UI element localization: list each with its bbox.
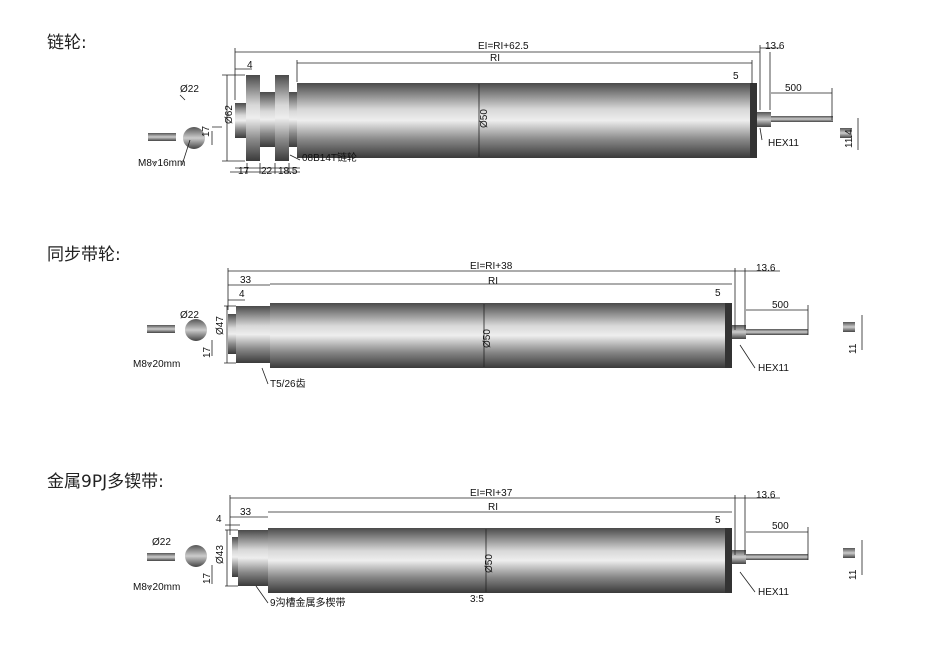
dim-hex: 11.4 <box>844 129 855 148</box>
dim-3: 18.5 <box>278 166 298 177</box>
dim-cable: 500 <box>772 521 789 532</box>
section-title-sprocket: 链轮: <box>47 33 87 53</box>
part-label: T5/26齿 <box>270 378 306 390</box>
dim-end-dia: Ø47 <box>215 316 226 335</box>
dim-ri: RI <box>488 276 498 287</box>
dim-end-dia: Ø43 <box>215 545 226 564</box>
sprocket-icon <box>275 75 289 161</box>
dim-ri: RI <box>490 53 500 64</box>
section-title-timing-pulley: 同步带轮: <box>47 245 121 265</box>
dim-pulley-len: 33 <box>240 275 252 286</box>
roller-tube <box>270 303 725 368</box>
dim-gap: 5 <box>715 288 721 299</box>
dim-washer: Ø22 <box>180 84 199 95</box>
dim-ei: EI=RI+62.5 <box>478 41 529 52</box>
timing-pulley-icon <box>236 306 270 363</box>
dim-2: 22 <box>261 166 273 177</box>
dim-right-len: 13.6 <box>756 263 776 274</box>
roller-tube <box>297 83 750 158</box>
poly-v-drawing: EI=RI+37 RI 33 13.6 5 500 Ø50 Ø43 Ø22 M8… <box>133 488 863 609</box>
hex-nut-icon <box>843 548 855 558</box>
dim-hex: 11 <box>848 569 859 580</box>
dim-gap: 5 <box>715 515 721 526</box>
dim-tube-dia: Ø50 <box>484 554 495 573</box>
dim-bolt-off: 17 <box>201 125 212 137</box>
bolt-label: M8⩔20mm <box>133 359 180 370</box>
dim-right-len: 13.6 <box>765 41 785 52</box>
dim-right-len: 13.6 <box>756 490 776 501</box>
dim-left-off: 4 <box>239 289 245 300</box>
dim-cable: 500 <box>785 83 802 94</box>
washer-icon <box>185 545 207 567</box>
dim-pulley-len: 33 <box>240 507 252 518</box>
sprocket-drawing: EI=RI+62.5 RI 13.6 5 500 Ø50 Ø62 Ø22 M8⩔… <box>138 41 859 177</box>
dim-end-dia: Ø62 <box>224 105 235 124</box>
scale-label: 3:5 <box>470 594 484 605</box>
dim-bolt-off: 17 <box>202 346 213 358</box>
cable <box>771 116 833 122</box>
part-label: 9沟槽金属多楔带 <box>270 596 346 609</box>
dim-gap: 5 <box>733 71 739 82</box>
dim-washer: Ø22 <box>152 537 171 548</box>
timing-pulley-drawing: EI=RI+38 RI 33 13.6 5 500 Ø50 Ø47 Ø22 M8… <box>133 261 863 390</box>
roller-tube <box>268 528 725 593</box>
washer-icon <box>185 319 207 341</box>
part-label: 08B14T链轮 <box>302 151 357 164</box>
dim-washer: Ø22 <box>180 310 199 321</box>
hex-nut-icon <box>840 128 852 138</box>
dim-left-off: 4 <box>216 514 222 525</box>
dim-tube-dia: Ø50 <box>479 109 490 128</box>
bolt-icon <box>147 553 175 561</box>
sprocket-icon <box>246 75 260 161</box>
hex-label: HEX11 <box>758 363 789 374</box>
bolt-label: M8⩔16mm <box>138 158 185 169</box>
dim-left-off: 4 <box>247 60 253 71</box>
dim-bolt-off: 17 <box>202 572 213 584</box>
dim-ei: EI=RI+38 <box>470 261 513 272</box>
cable <box>746 554 808 560</box>
poly-v-pulley-icon <box>238 530 268 586</box>
section-title-poly-v: 金属9PJ多锲带: <box>47 472 164 492</box>
dim-ei: EI=RI+37 <box>470 488 513 499</box>
dim-ri: RI <box>488 502 498 513</box>
dim-1: 17 <box>238 166 250 177</box>
bolt-label: M8⩔20mm <box>133 582 180 593</box>
hex-label: HEX11 <box>768 138 799 149</box>
dim-cable: 500 <box>772 300 789 311</box>
hex-label: HEX11 <box>758 587 789 598</box>
dim-hex: 11 <box>848 343 859 354</box>
cable <box>746 329 808 335</box>
dim-tube-dia: Ø50 <box>482 329 493 348</box>
bolt-icon <box>147 325 175 333</box>
bolt-icon <box>148 133 176 141</box>
hex-nut-icon <box>843 322 855 332</box>
